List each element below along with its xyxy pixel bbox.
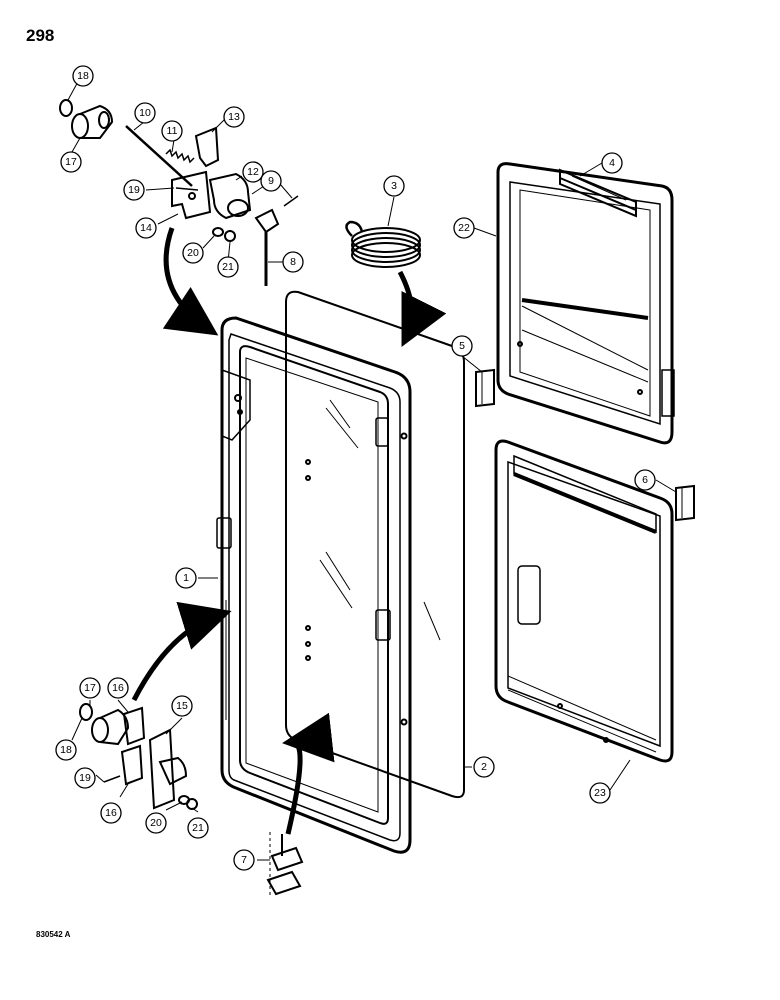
- svg-text:18: 18: [77, 70, 89, 82]
- upper-window-panel: [498, 164, 674, 443]
- arrow-seal: [397, 270, 447, 347]
- svg-text:21: 21: [222, 261, 234, 273]
- washer-18-upper: [60, 100, 72, 116]
- svg-text:21: 21: [192, 822, 204, 834]
- svg-text:8: 8: [290, 256, 296, 268]
- svg-text:3: 3: [391, 180, 397, 192]
- lower-window-panel: [496, 441, 672, 761]
- page-number: 298: [26, 26, 55, 45]
- callout-17-lower: 17: [79, 677, 101, 699]
- svg-text:22: 22: [458, 222, 470, 234]
- svg-text:6: 6: [642, 474, 648, 486]
- callout-17-upper: 17: [60, 151, 82, 173]
- svg-text:16: 16: [105, 807, 117, 819]
- callout-18-lower: 18: [55, 739, 77, 761]
- glass-panel: [286, 292, 464, 797]
- callout-18-upper: 18: [72, 65, 94, 87]
- callout-9: 9: [260, 170, 282, 192]
- callout-19-lower: 19: [74, 767, 96, 789]
- callout-13: 13: [223, 106, 245, 128]
- callout-23: 23: [589, 782, 611, 804]
- svg-text:2: 2: [481, 761, 487, 773]
- door-frame: [217, 318, 410, 852]
- callout-16-upper: 16: [107, 677, 129, 699]
- svg-text:17: 17: [84, 682, 96, 694]
- callout-6: 6: [634, 469, 656, 491]
- svg-text:17: 17: [65, 156, 77, 168]
- callout-20-upper: 20: [182, 242, 204, 264]
- svg-text:1: 1: [183, 572, 189, 584]
- svg-text:12: 12: [247, 166, 259, 178]
- callout-16-lower: 16: [100, 802, 122, 824]
- arrow-upper-latch: [162, 227, 219, 336]
- callout-3: 3: [383, 175, 405, 197]
- svg-text:18: 18: [60, 744, 72, 756]
- lower-latch-assembly: [80, 704, 197, 809]
- callout-21-upper: 21: [217, 256, 239, 278]
- svg-text:15: 15: [176, 700, 188, 712]
- callout-2: 2: [473, 756, 495, 778]
- figure-id: 830542 A: [36, 930, 71, 939]
- assembly-arrows: [131, 227, 447, 835]
- callout-20-lower: 20: [145, 812, 167, 834]
- svg-text:9: 9: [268, 175, 274, 187]
- svg-text:13: 13: [228, 111, 240, 123]
- callout-15: 15: [171, 695, 193, 717]
- clip-6: [676, 486, 694, 520]
- clip-5: [476, 370, 494, 406]
- svg-text:11: 11: [167, 125, 178, 137]
- svg-text:7: 7: [241, 854, 247, 866]
- callout-5: 5: [451, 335, 473, 357]
- callout-22: 22: [453, 217, 475, 239]
- callout-12: 12: [242, 161, 264, 183]
- svg-text:23: 23: [594, 787, 606, 799]
- seal-coil: [346, 222, 420, 267]
- svg-text:19: 19: [128, 184, 140, 196]
- latch-channel: [560, 170, 636, 216]
- callout-11: 11: [161, 120, 183, 142]
- arrow-catch: [282, 712, 335, 835]
- callout-19-upper: 19: [123, 179, 145, 201]
- svg-text:4: 4: [609, 157, 615, 169]
- catch-7: [268, 832, 302, 898]
- callout-21-lower: 21: [187, 817, 209, 839]
- callout-7: 7: [233, 849, 255, 871]
- callout-4: 4: [601, 152, 623, 174]
- callout-14: 14: [135, 217, 157, 239]
- svg-text:20: 20: [150, 817, 162, 829]
- svg-text:5: 5: [459, 340, 465, 352]
- svg-text:20: 20: [187, 247, 199, 259]
- callout-10: 10: [134, 102, 156, 124]
- svg-text:16: 16: [112, 682, 124, 694]
- leader-lines: [67, 77, 677, 861]
- svg-text:14: 14: [140, 222, 152, 234]
- callout-1: 1: [175, 567, 197, 589]
- svg-text:10: 10: [139, 107, 151, 119]
- callouts: 18 17 10 11 13 12 9 19 14 20 21 8 3 4 22…: [55, 65, 656, 871]
- arrow-lower-latch: [131, 601, 232, 702]
- svg-text:19: 19: [79, 772, 91, 784]
- callout-8: 8: [282, 251, 304, 273]
